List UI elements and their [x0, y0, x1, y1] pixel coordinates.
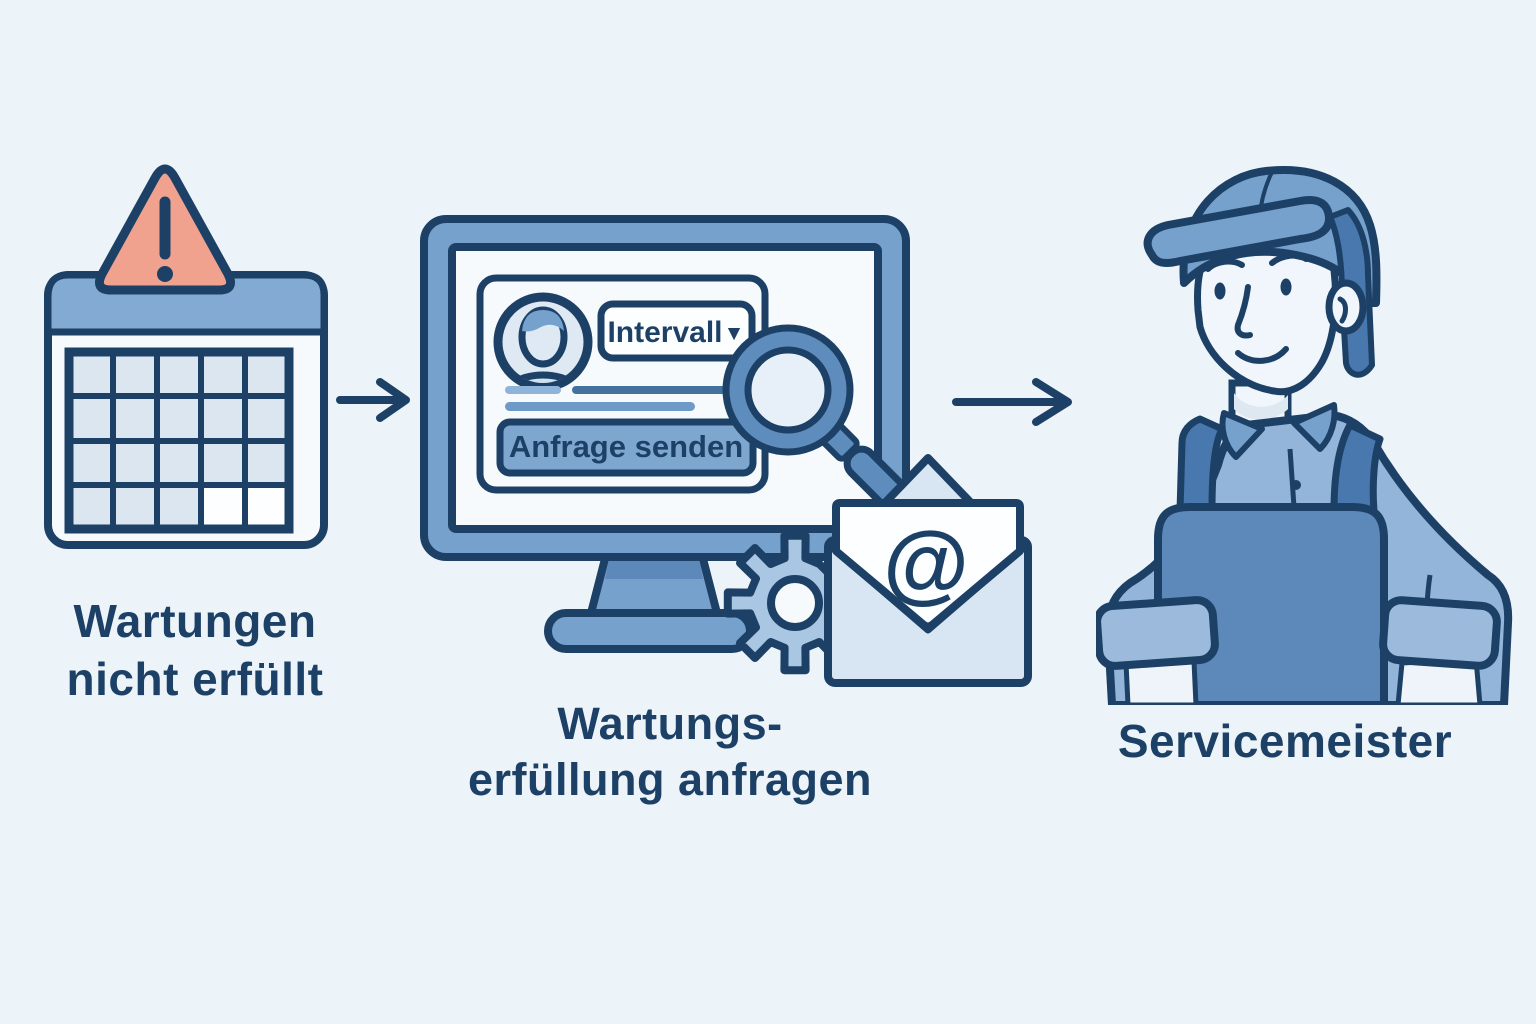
step-3-group [1093, 155, 1536, 709]
magnifier-icon [722, 324, 918, 520]
monitor-base [544, 609, 754, 653]
calendar-grid [64, 347, 294, 534]
interval-dropdown: Intervall ▼ [597, 300, 756, 362]
calendar-icon [44, 164, 328, 549]
form-lines [505, 386, 740, 411]
apron-strap [1330, 421, 1384, 515]
at-symbol: @ [883, 513, 969, 612]
envelope-letter [832, 499, 1024, 631]
step-1-group [40, 150, 340, 560]
monitor-icon: Intervall ▼ Anfrage senden [420, 215, 1032, 687]
anfrage-senden-button: Anfrage senden [496, 418, 757, 477]
service-worker-illustration [1093, 166, 1513, 709]
arrow-right-icon [336, 378, 410, 422]
cap-brim [1143, 196, 1333, 267]
dropdown-caret-icon: ▼ [724, 322, 745, 345]
step-1-label: Wartungen nicht erfüllt [66, 595, 324, 705]
face-features [1205, 252, 1309, 364]
dropdown-label: Intervall [607, 316, 722, 349]
apron-strap [1176, 415, 1226, 515]
avatar-icon [493, 292, 593, 392]
warning-triangle-icon [95, 164, 235, 295]
step-2-group: Intervall ▼ Anfrage senden [420, 215, 1040, 690]
button-label: Anfrage senden [509, 429, 743, 464]
email-envelope-icon: @ [824, 454, 1032, 687]
arrow-right-icon [952, 378, 1072, 426]
step-2-label: Wartungs- erfüllung anfragen [467, 698, 873, 805]
step-3-label: Servicemeister [1117, 715, 1453, 767]
